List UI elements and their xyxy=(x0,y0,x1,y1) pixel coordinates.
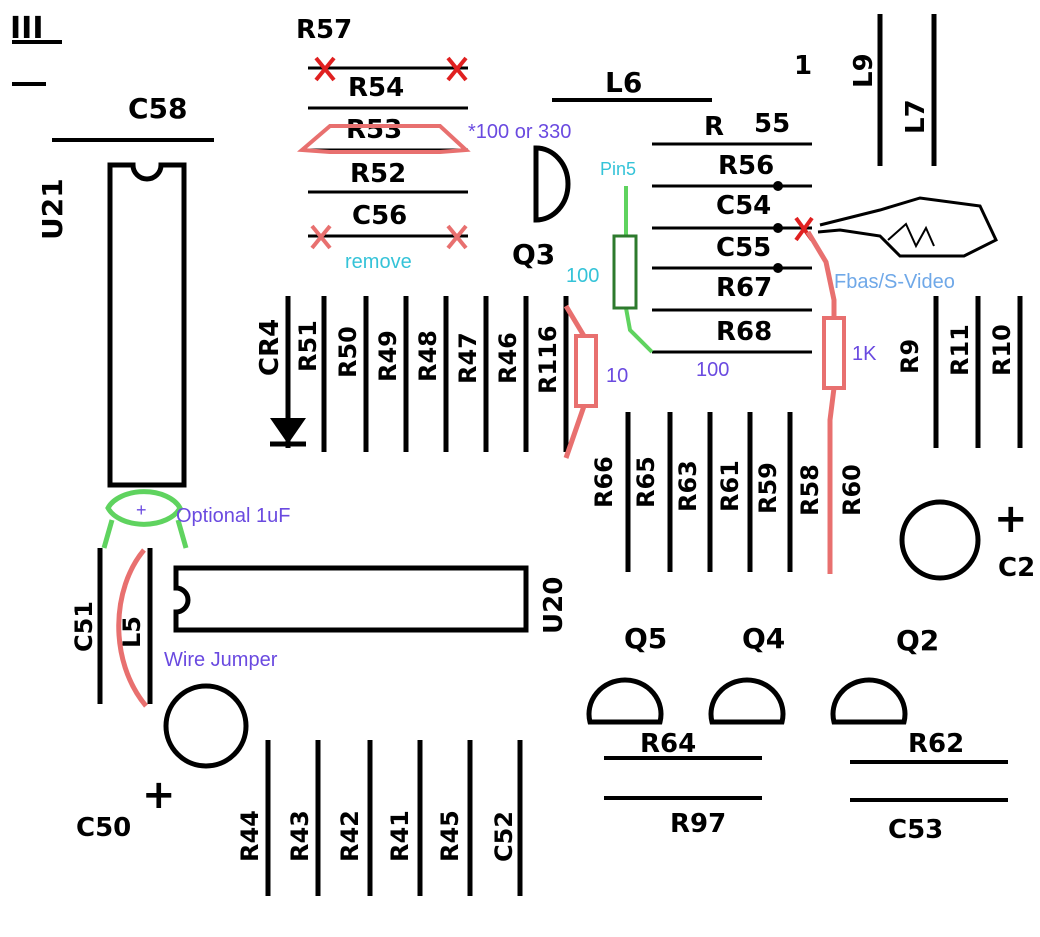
label-r50: R50 xyxy=(334,326,362,378)
fbas-wire xyxy=(817,196,998,258)
x-mark-icon xyxy=(446,56,468,82)
label-r55-num: 55 xyxy=(754,109,790,139)
label-r57: R57 xyxy=(296,15,352,45)
label-q5: Q5 xyxy=(624,622,667,655)
capacitor-c2-icon xyxy=(899,499,981,581)
vertical-resistor-traces xyxy=(321,296,569,452)
label-c50: C50 xyxy=(76,813,131,843)
middle-resistor-traces xyxy=(625,412,793,572)
note-remove: remove xyxy=(345,251,412,273)
bottom-resistor-traces xyxy=(265,740,523,896)
label-pin1: 1 xyxy=(794,51,812,81)
label-r46: R46 xyxy=(494,332,522,384)
r53-replacement-resistor xyxy=(297,124,471,154)
label-l9: L9 xyxy=(849,53,879,88)
label-r53: R53 xyxy=(346,115,402,145)
label-c54: C54 xyxy=(716,191,771,221)
label-r60: R60 xyxy=(838,464,866,516)
label-r58: R58 xyxy=(796,464,824,516)
label-r44: R44 xyxy=(236,810,264,862)
via-dots xyxy=(773,181,783,273)
label-r68: R68 xyxy=(716,317,772,347)
green-resistor-100 xyxy=(612,234,638,310)
label-q2: Q2 xyxy=(896,624,939,657)
green-optional-cap xyxy=(101,489,189,549)
note-optional-cap: Optional 1uF xyxy=(176,505,291,527)
label-r11: R11 xyxy=(946,324,974,376)
transistor-q5-icon xyxy=(586,677,664,725)
label-r62: R62 xyxy=(908,729,964,759)
label-r43: R43 xyxy=(286,810,314,862)
label-r56: R56 xyxy=(718,151,774,181)
red-resistor-10 xyxy=(574,334,598,408)
capacitor-c50-icon xyxy=(163,683,249,769)
label-r64: R64 xyxy=(640,729,696,759)
red-wire-1k xyxy=(805,230,837,574)
label-c53: C53 xyxy=(888,815,943,845)
note-pin5: Pin5 xyxy=(600,159,636,179)
red-resistor-1k xyxy=(822,316,846,390)
label-r97: R97 xyxy=(670,809,726,839)
note-res-1k: 1K xyxy=(852,343,877,365)
label-r41: R41 xyxy=(386,810,414,862)
label-c58: C58 xyxy=(128,92,188,125)
label-r55-r: R xyxy=(704,112,724,142)
label-r67: R67 xyxy=(716,273,772,303)
label-r47: R47 xyxy=(454,332,482,384)
green-wire-mod xyxy=(624,186,654,354)
note-res-100-green: 100 xyxy=(566,265,599,287)
label-r59: R59 xyxy=(754,462,782,514)
label-r45: R45 xyxy=(436,810,464,862)
transistor-q4-icon xyxy=(708,677,786,725)
label-c2-plus: + xyxy=(994,496,1028,542)
label-r42: R42 xyxy=(336,810,364,862)
label-r116: R116 xyxy=(534,325,562,394)
label-r49: R49 xyxy=(374,330,402,382)
label-r10: R10 xyxy=(988,324,1016,376)
label-r54: R54 xyxy=(348,73,404,103)
note-wire-jumper: Wire Jumper xyxy=(164,649,278,671)
note-cap-plus: + xyxy=(136,500,147,520)
label-c2: C2 xyxy=(998,553,1035,583)
diode-icon xyxy=(270,418,306,447)
label-r61: R61 xyxy=(716,460,744,512)
label-r48: R48 xyxy=(414,330,442,382)
x-mark-icon xyxy=(446,224,468,250)
right-resistor-traces xyxy=(933,296,1023,448)
label-u21: U21 xyxy=(36,178,69,240)
label-l6: L6 xyxy=(605,66,642,99)
label-l7: L7 xyxy=(901,99,931,134)
label-c51: C51 xyxy=(70,601,98,652)
label-c52: C52 xyxy=(490,811,518,862)
x-mark-icon xyxy=(310,224,332,250)
fbas-scribble xyxy=(887,222,935,249)
label-r65: R65 xyxy=(632,456,660,508)
label-r66: R66 xyxy=(590,456,618,508)
note-r53-value: *100 or 330 xyxy=(468,121,571,143)
label-q3: Q3 xyxy=(512,238,555,271)
label-q4: Q4 xyxy=(742,622,785,655)
label-u20: U20 xyxy=(539,577,569,634)
label-cr4: CR4 xyxy=(255,319,285,376)
label-l5: L5 xyxy=(118,616,146,648)
red-wire-jumper xyxy=(116,548,148,708)
label-c56: C56 xyxy=(352,201,407,231)
note-res-100-bottom: 100 xyxy=(696,359,729,381)
chip-u21 xyxy=(107,162,187,488)
note-fbas: Fbas/S-Video xyxy=(834,271,955,293)
label-r51: R51 xyxy=(294,320,322,372)
x-mark-icon xyxy=(314,56,336,82)
label-r52: R52 xyxy=(350,159,406,189)
label-r63: R63 xyxy=(674,460,702,512)
label-r9: R9 xyxy=(896,339,924,374)
transistor-q3-icon xyxy=(533,145,571,223)
transistor-q2-icon xyxy=(830,677,908,725)
chip-u20 xyxy=(173,565,529,633)
label-c50-plus: + xyxy=(142,772,176,818)
note-res-10: 10 xyxy=(606,365,628,387)
red-wire-10 xyxy=(563,304,587,459)
label-c55: C55 xyxy=(716,233,771,263)
